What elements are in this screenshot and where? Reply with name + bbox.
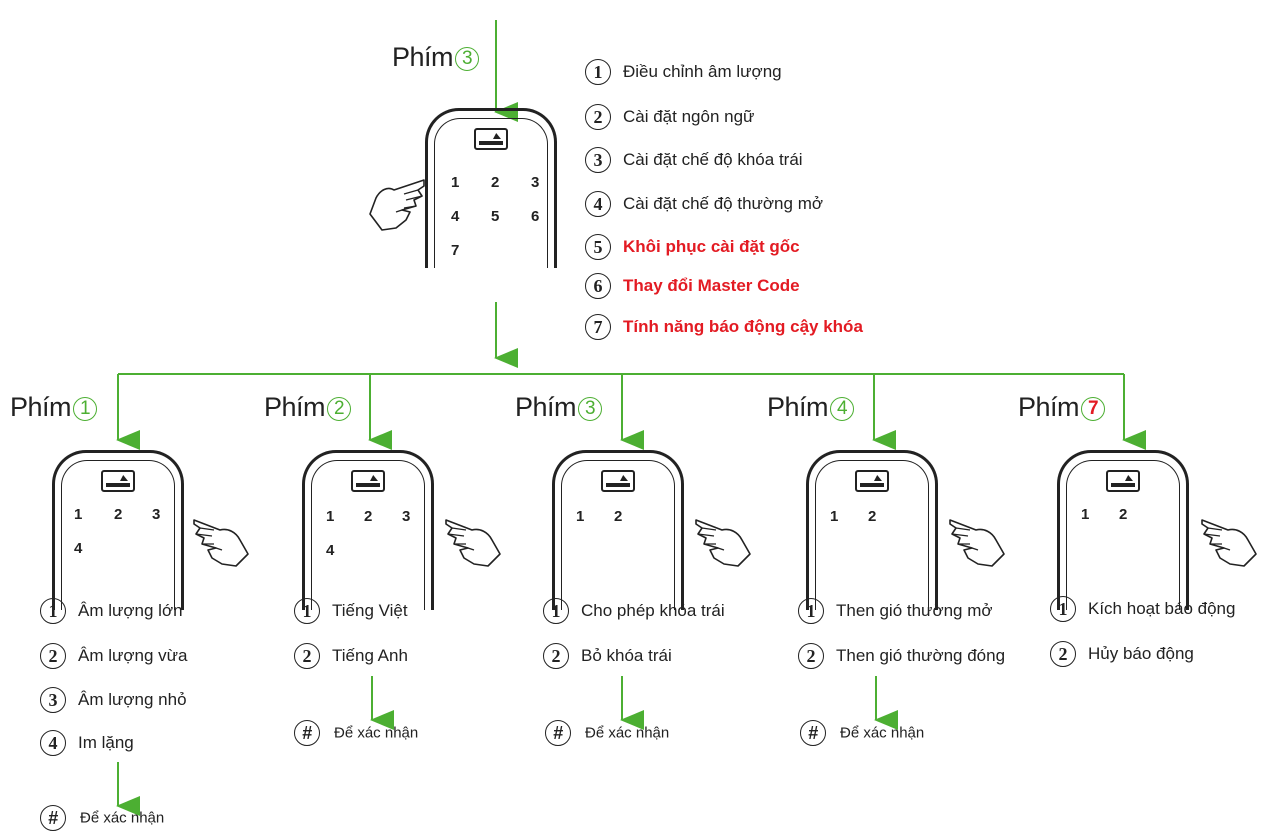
branch-3-confirm: #Để xác nhận: [545, 720, 669, 746]
key-6: 6: [531, 208, 540, 225]
hand-pointer-icon: [949, 519, 1005, 567]
card-reader-icon: [601, 470, 635, 492]
card-reader-icon: [101, 470, 135, 492]
key-3: 3: [531, 174, 540, 191]
card-reader-icon: [351, 470, 385, 492]
key-7: 7: [451, 242, 460, 259]
key-1: 1: [451, 174, 460, 191]
top-phim-number: 3: [455, 47, 480, 71]
key-2: 2: [491, 174, 500, 191]
branch-2-confirm: #Để xác nhận: [294, 720, 418, 746]
card-reader-icon: [1106, 470, 1140, 492]
branch-4-confirm: #Để xác nhận: [800, 720, 924, 746]
hand-pointer-icon: [1201, 519, 1257, 567]
card-reader-icon: [474, 128, 508, 150]
hand-pointer-icon: [445, 519, 501, 567]
hand-pointer-icon: [695, 519, 751, 567]
hand-pointer-icon: [193, 519, 249, 567]
key-4: 4: [451, 208, 460, 225]
key-5: 5: [491, 208, 500, 225]
hand-pointer-icon: [369, 179, 425, 231]
card-reader-icon: [855, 470, 889, 492]
branch-1-confirm: #Để xác nhận: [40, 805, 164, 831]
